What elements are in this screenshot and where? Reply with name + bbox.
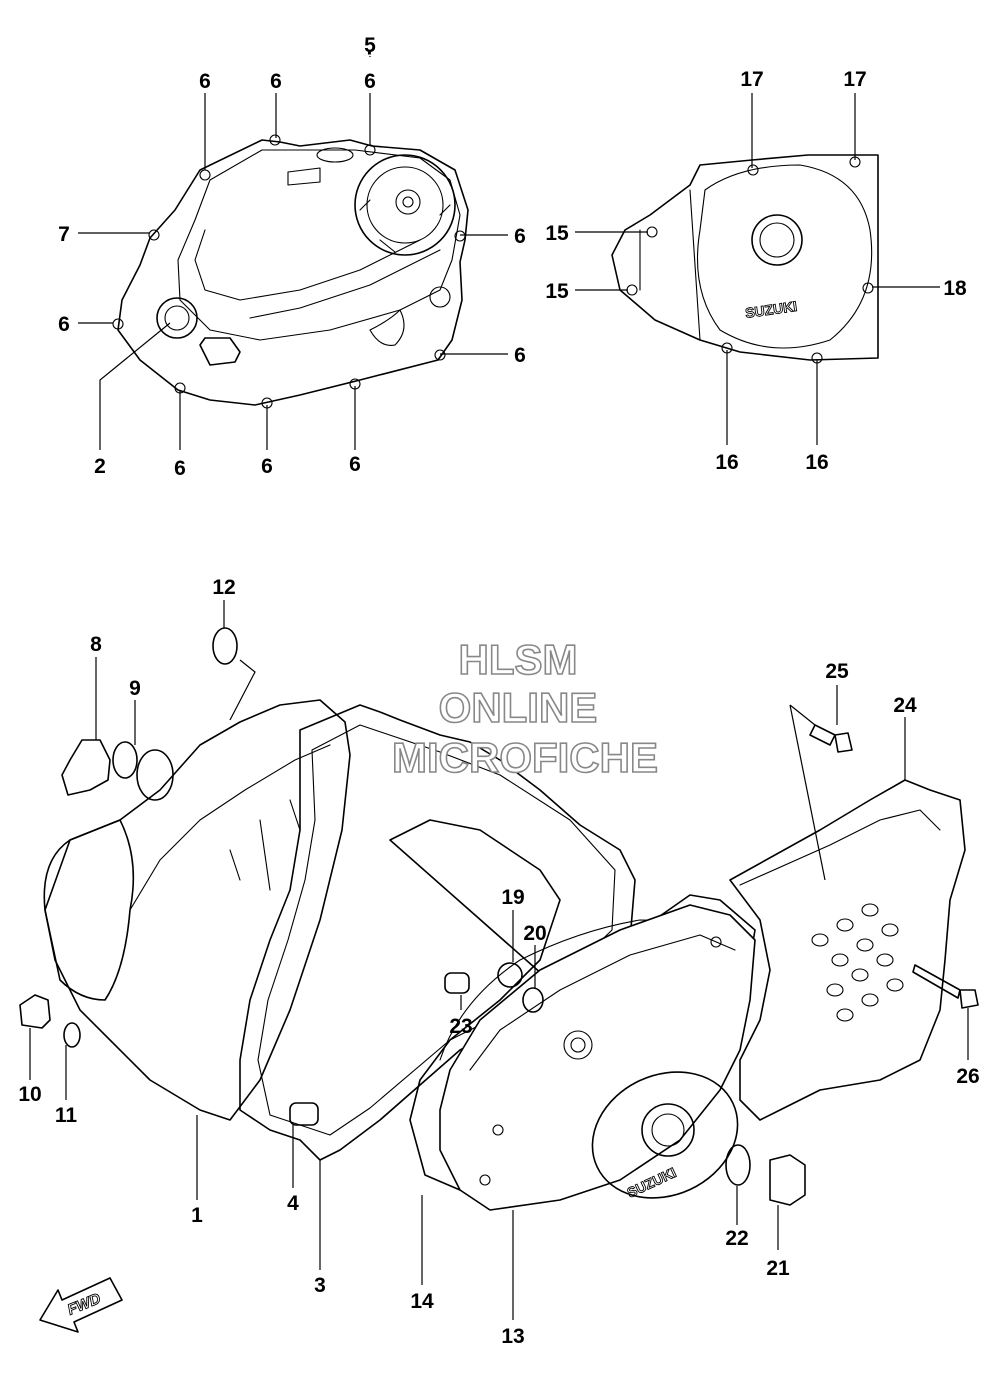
watermark-line1: HLSM [459, 636, 578, 683]
callout-10: 10 [18, 1083, 41, 1106]
plug-21 [769, 1154, 806, 1206]
callout-6-h: 6 [261, 455, 273, 478]
dowel-pin-4 [289, 1102, 319, 1126]
callout-16-b: 16 [805, 451, 828, 474]
magneto-cover-detail: SUZUKI [611, 154, 879, 364]
callout-16-a: 16 [715, 451, 738, 474]
dowel-pin-23 [444, 972, 470, 994]
gasket-11 [63, 1022, 81, 1048]
watermark-line2: ONLINE [439, 684, 598, 731]
magneto-cover-logo: SUZUKI [744, 298, 798, 321]
callout-21: 21 [766, 1257, 790, 1280]
callout-17-b: 17 [843, 68, 866, 91]
callout-13: 13 [501, 1325, 524, 1348]
callout-6-g: 6 [174, 457, 186, 480]
callout-22: 22 [725, 1227, 748, 1250]
callout-17-a: 17 [740, 68, 763, 91]
drain-plug-10 [19, 994, 51, 1029]
bolt-26 [912, 964, 979, 1009]
callout-25: 25 [825, 660, 849, 683]
callout-8: 8 [90, 633, 102, 656]
callout-2: 2 [94, 455, 106, 478]
callout-20: 20 [523, 922, 546, 945]
callout-7: 7 [58, 223, 70, 246]
watermark-line3: MICROFICHE [392, 734, 658, 781]
callout-5: 5 [364, 34, 376, 57]
callout-24: 24 [893, 694, 917, 717]
callout-12: 12 [212, 576, 235, 599]
callout-19: 19 [501, 886, 524, 909]
callout-18: 18 [943, 277, 967, 300]
callout-1: 1 [191, 1204, 203, 1227]
callout-4: 4 [287, 1192, 299, 1215]
callout-11: 11 [55, 1104, 78, 1127]
oil-seal-12 [212, 627, 238, 665]
o-ring-20 [522, 987, 544, 1013]
o-ring-22 [725, 1144, 751, 1186]
bolt-25 [809, 724, 853, 753]
callout-6-i: 6 [349, 453, 361, 476]
callout-15-b: 15 [545, 280, 569, 303]
callout-6-c: 6 [364, 70, 376, 93]
callout-6-d: 6 [58, 313, 70, 336]
callout-5-dot: · [367, 42, 374, 65]
leader-lines [29, 56, 969, 1320]
callout-6-e: 6 [514, 225, 526, 248]
callout-6-a: 6 [199, 70, 211, 93]
callout-labels: 5 · 6 6 6 7 6 6 6 2 6 6 6 17 17 15 15 18… [18, 34, 979, 1348]
callout-3: 3 [314, 1274, 326, 1297]
callout-9: 9 [129, 677, 141, 700]
plug-19 [497, 962, 523, 988]
oil-filler-cap-8 [61, 739, 111, 796]
callout-23: 23 [449, 1015, 472, 1038]
callout-26: 26 [956, 1065, 979, 1088]
callout-15-a: 15 [545, 222, 569, 245]
callout-14: 14 [410, 1290, 434, 1313]
oil-seal-shape [136, 749, 174, 801]
callout-6-b: 6 [270, 70, 282, 93]
watermark: HLSM ONLINE MICROFICHE [391, 635, 659, 782]
clutch-cover-detail [112, 134, 469, 409]
fwd-arrow: FWD [39, 1277, 123, 1333]
sprocket-cover-vents [811, 903, 904, 1022]
o-ring-9 [112, 741, 138, 779]
callout-6-f: 6 [514, 344, 526, 367]
